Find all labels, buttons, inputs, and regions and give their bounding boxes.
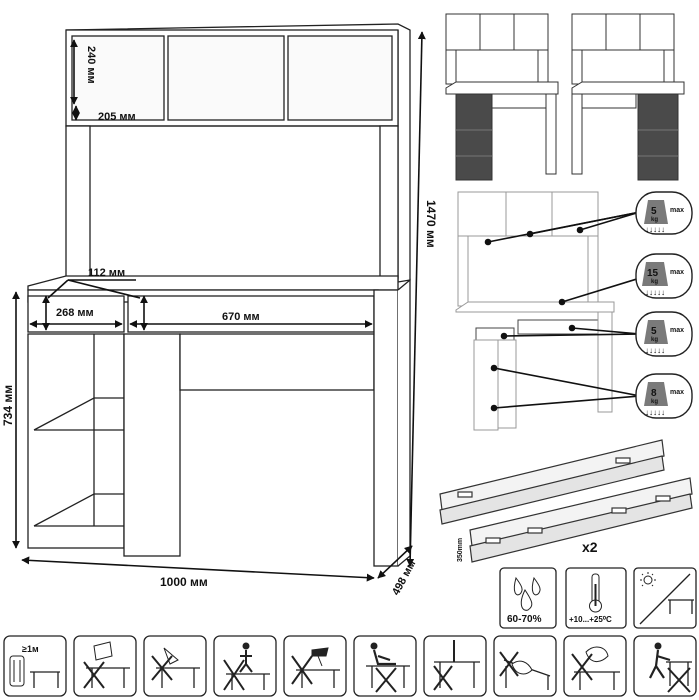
dimension-lines (12, 31, 426, 582)
care-icon-no-dragging (633, 635, 697, 697)
load-3-max: max (670, 327, 684, 334)
care-icon-no-hammer (283, 635, 347, 697)
small-drawer-width-label: 268 мм (56, 307, 94, 319)
load-1-unit: kg (651, 217, 658, 223)
care-icon-heater-distance: ≥1м (3, 635, 67, 697)
load-2-unit: kg (651, 279, 658, 285)
load-pointer-lines (484, 211, 641, 412)
load-badge-2: 15 kg max ↓↓↓↓↓ (635, 253, 693, 299)
care-icon-no-standing (213, 635, 277, 697)
humidity-icon: 60-70% (499, 567, 557, 629)
load-2-value: 15 (647, 268, 659, 279)
shelf-depth-label: 205 мм (98, 111, 136, 123)
load-3-unit: kg (651, 337, 658, 343)
temperature-icon: +10...+25⁰C (565, 567, 627, 629)
load-4-arrows: ↓↓↓↓↓ (645, 408, 665, 417)
drawer-height-label: 112 мм (88, 267, 125, 279)
width-label: 1000 мм (160, 575, 208, 589)
large-drawer-width-label: 670 мм (222, 311, 260, 323)
load-4-unit: kg (651, 399, 658, 405)
load-badge-4: 8 kg max ↓↓↓↓↓ (635, 373, 693, 419)
variant-left-cabinet (445, 13, 559, 181)
main-desk-drawing (27, 23, 411, 567)
load-1-value: 5 (651, 206, 657, 217)
no-direct-sunlight-icon (633, 567, 697, 629)
variant-right-cabinet (571, 13, 685, 181)
load-1-arrows: ↓↓↓↓↓ (645, 225, 665, 234)
care-icon-no-water (73, 635, 137, 697)
load-2-arrows: ↓↓↓↓↓ (645, 288, 665, 297)
temperature-label: +10...+25⁰C (569, 615, 612, 624)
distance-label: ≥1м (22, 644, 39, 654)
load-1-max: max (670, 207, 684, 214)
load-4-max: max (670, 389, 684, 396)
load-2-max: max (670, 269, 684, 276)
load-badge-1: 5 kg max ↓↓↓↓↓ (635, 191, 693, 235)
total-height-label: 1470 мм (424, 200, 438, 248)
care-icon-no-overload (423, 635, 487, 697)
care-icon-no-wet-cloth (493, 635, 557, 697)
rail-length-label: 350mm (457, 538, 464, 562)
load-badge-3: 5 kg max ↓↓↓↓↓ (635, 311, 693, 357)
humidity-label: 60-70% (507, 614, 542, 625)
desk-height-label: 734 мм (1, 385, 15, 426)
shelf-height-label: 240 мм (85, 46, 97, 84)
care-icon-no-abrasive (563, 635, 627, 697)
load-4-value: 8 (651, 388, 657, 399)
drawer-rails (439, 439, 693, 563)
care-icon-no-chemicals (143, 635, 207, 697)
load-3-value: 5 (651, 326, 657, 337)
rail-quantity-label: x2 (582, 539, 598, 555)
care-icon-no-sitting (353, 635, 417, 697)
load-3-arrows: ↓↓↓↓↓ (645, 346, 665, 355)
